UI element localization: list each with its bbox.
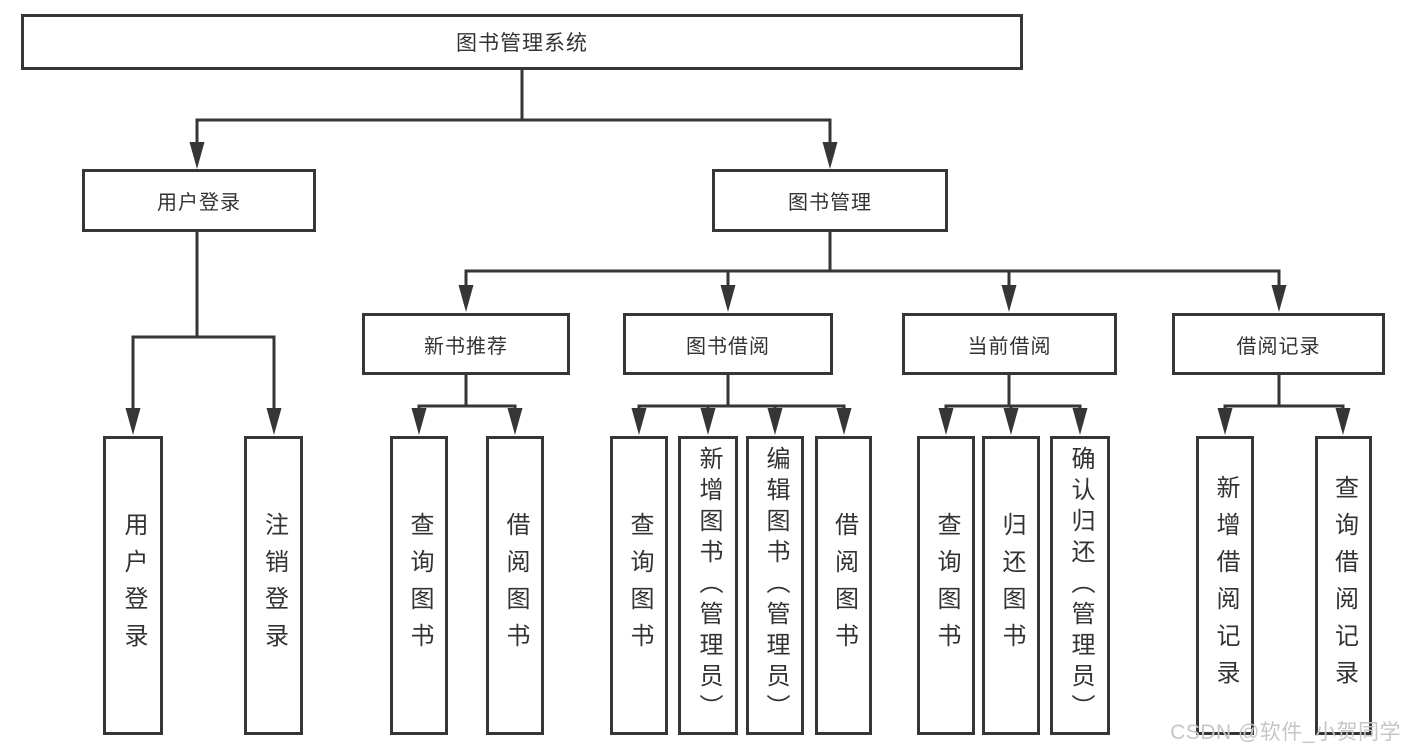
leaf-query-books-recommend: 查询图书 (390, 436, 448, 735)
leaf-logout: 注销登录 (244, 436, 303, 735)
leaf-label: 查询图书 (406, 511, 433, 660)
leaf-label: 新增借阅记录 (1212, 474, 1239, 697)
leaf-label: 用户登录 (120, 511, 147, 660)
leaf-label: 归还图书 (998, 511, 1025, 660)
node-user-login: 用户登录 (82, 169, 316, 232)
leaf-query-borrow-record: 查询借阅记录 (1315, 436, 1372, 735)
node-new-book-recommend: 新书推荐 (362, 313, 570, 375)
node-book-borrowing: 图书借阅 (623, 313, 833, 375)
leaf-label: 借阅图书 (502, 511, 529, 660)
leaf-borrow-books-borrowing: 借阅图书 (815, 436, 872, 735)
leaf-query-books-borrowing: 查询图书 (610, 436, 668, 735)
node-current-borrowing: 当前借阅 (902, 313, 1117, 375)
leaf-query-books-current: 查询图书 (917, 436, 975, 735)
node-book-management: 图书管理 (712, 169, 948, 232)
leaf-user-login: 用户登录 (103, 436, 163, 735)
leaf-edit-books-admin: 编辑图书（管理员） (746, 436, 804, 735)
node-library-management-system: 图书管理系统 (21, 14, 1023, 70)
leaf-add-borrow-record: 新增借阅记录 (1196, 436, 1254, 735)
leaf-return-books: 归还图书 (982, 436, 1040, 735)
leaf-add-books-admin: 新增图书（管理员） (678, 436, 738, 735)
node-borrow-records: 借阅记录 (1172, 313, 1385, 375)
leaf-label: 确认归还（管理员） (1067, 446, 1094, 725)
leaf-borrow-books-recommend: 借阅图书 (486, 436, 544, 735)
leaf-confirm-return-admin: 确认归还（管理员） (1050, 436, 1110, 735)
watermark: CSDN @软件_小贺同学 (1170, 721, 1401, 744)
leaf-label: 注销登录 (260, 511, 288, 660)
leaf-label: 借阅图书 (830, 511, 858, 660)
leaf-label: 查询图书 (933, 511, 960, 660)
leaf-label: 查询图书 (626, 511, 653, 660)
leaf-label: 新增图书（管理员） (695, 446, 722, 725)
leaf-label: 编辑图书（管理员） (762, 446, 789, 725)
leaf-label: 查询借阅记录 (1330, 474, 1358, 697)
